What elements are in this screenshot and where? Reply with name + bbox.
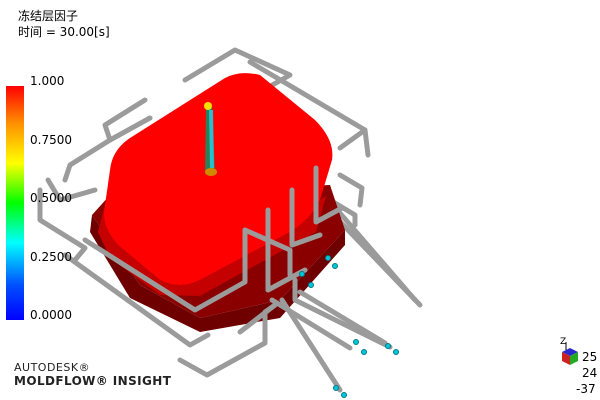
result-time: 时间 = 30.00[s]	[18, 25, 110, 39]
axis-cube-icon	[562, 342, 578, 365]
cooling-circuit-front	[37, 165, 393, 393]
triad-value-y: 24	[582, 366, 598, 380]
triad-axis-z: Z	[560, 337, 566, 347]
cooling-inlet-markers	[299, 255, 399, 398]
brand-company: AUTODESK®	[14, 361, 91, 374]
brand-product: MOLDFLOW® INSIGHT	[14, 374, 172, 388]
sprue	[204, 102, 217, 176]
triad-value-x: 25	[582, 350, 598, 364]
result-title-block: 冻结层因子 时间 = 30.00[s]	[18, 8, 110, 40]
result-name: 冻结层因子	[18, 9, 79, 23]
moldflow-logo: AUTODESK® MOLDFLOW® INSIGHT	[14, 362, 171, 389]
triad-value-z: -37	[576, 382, 596, 396]
